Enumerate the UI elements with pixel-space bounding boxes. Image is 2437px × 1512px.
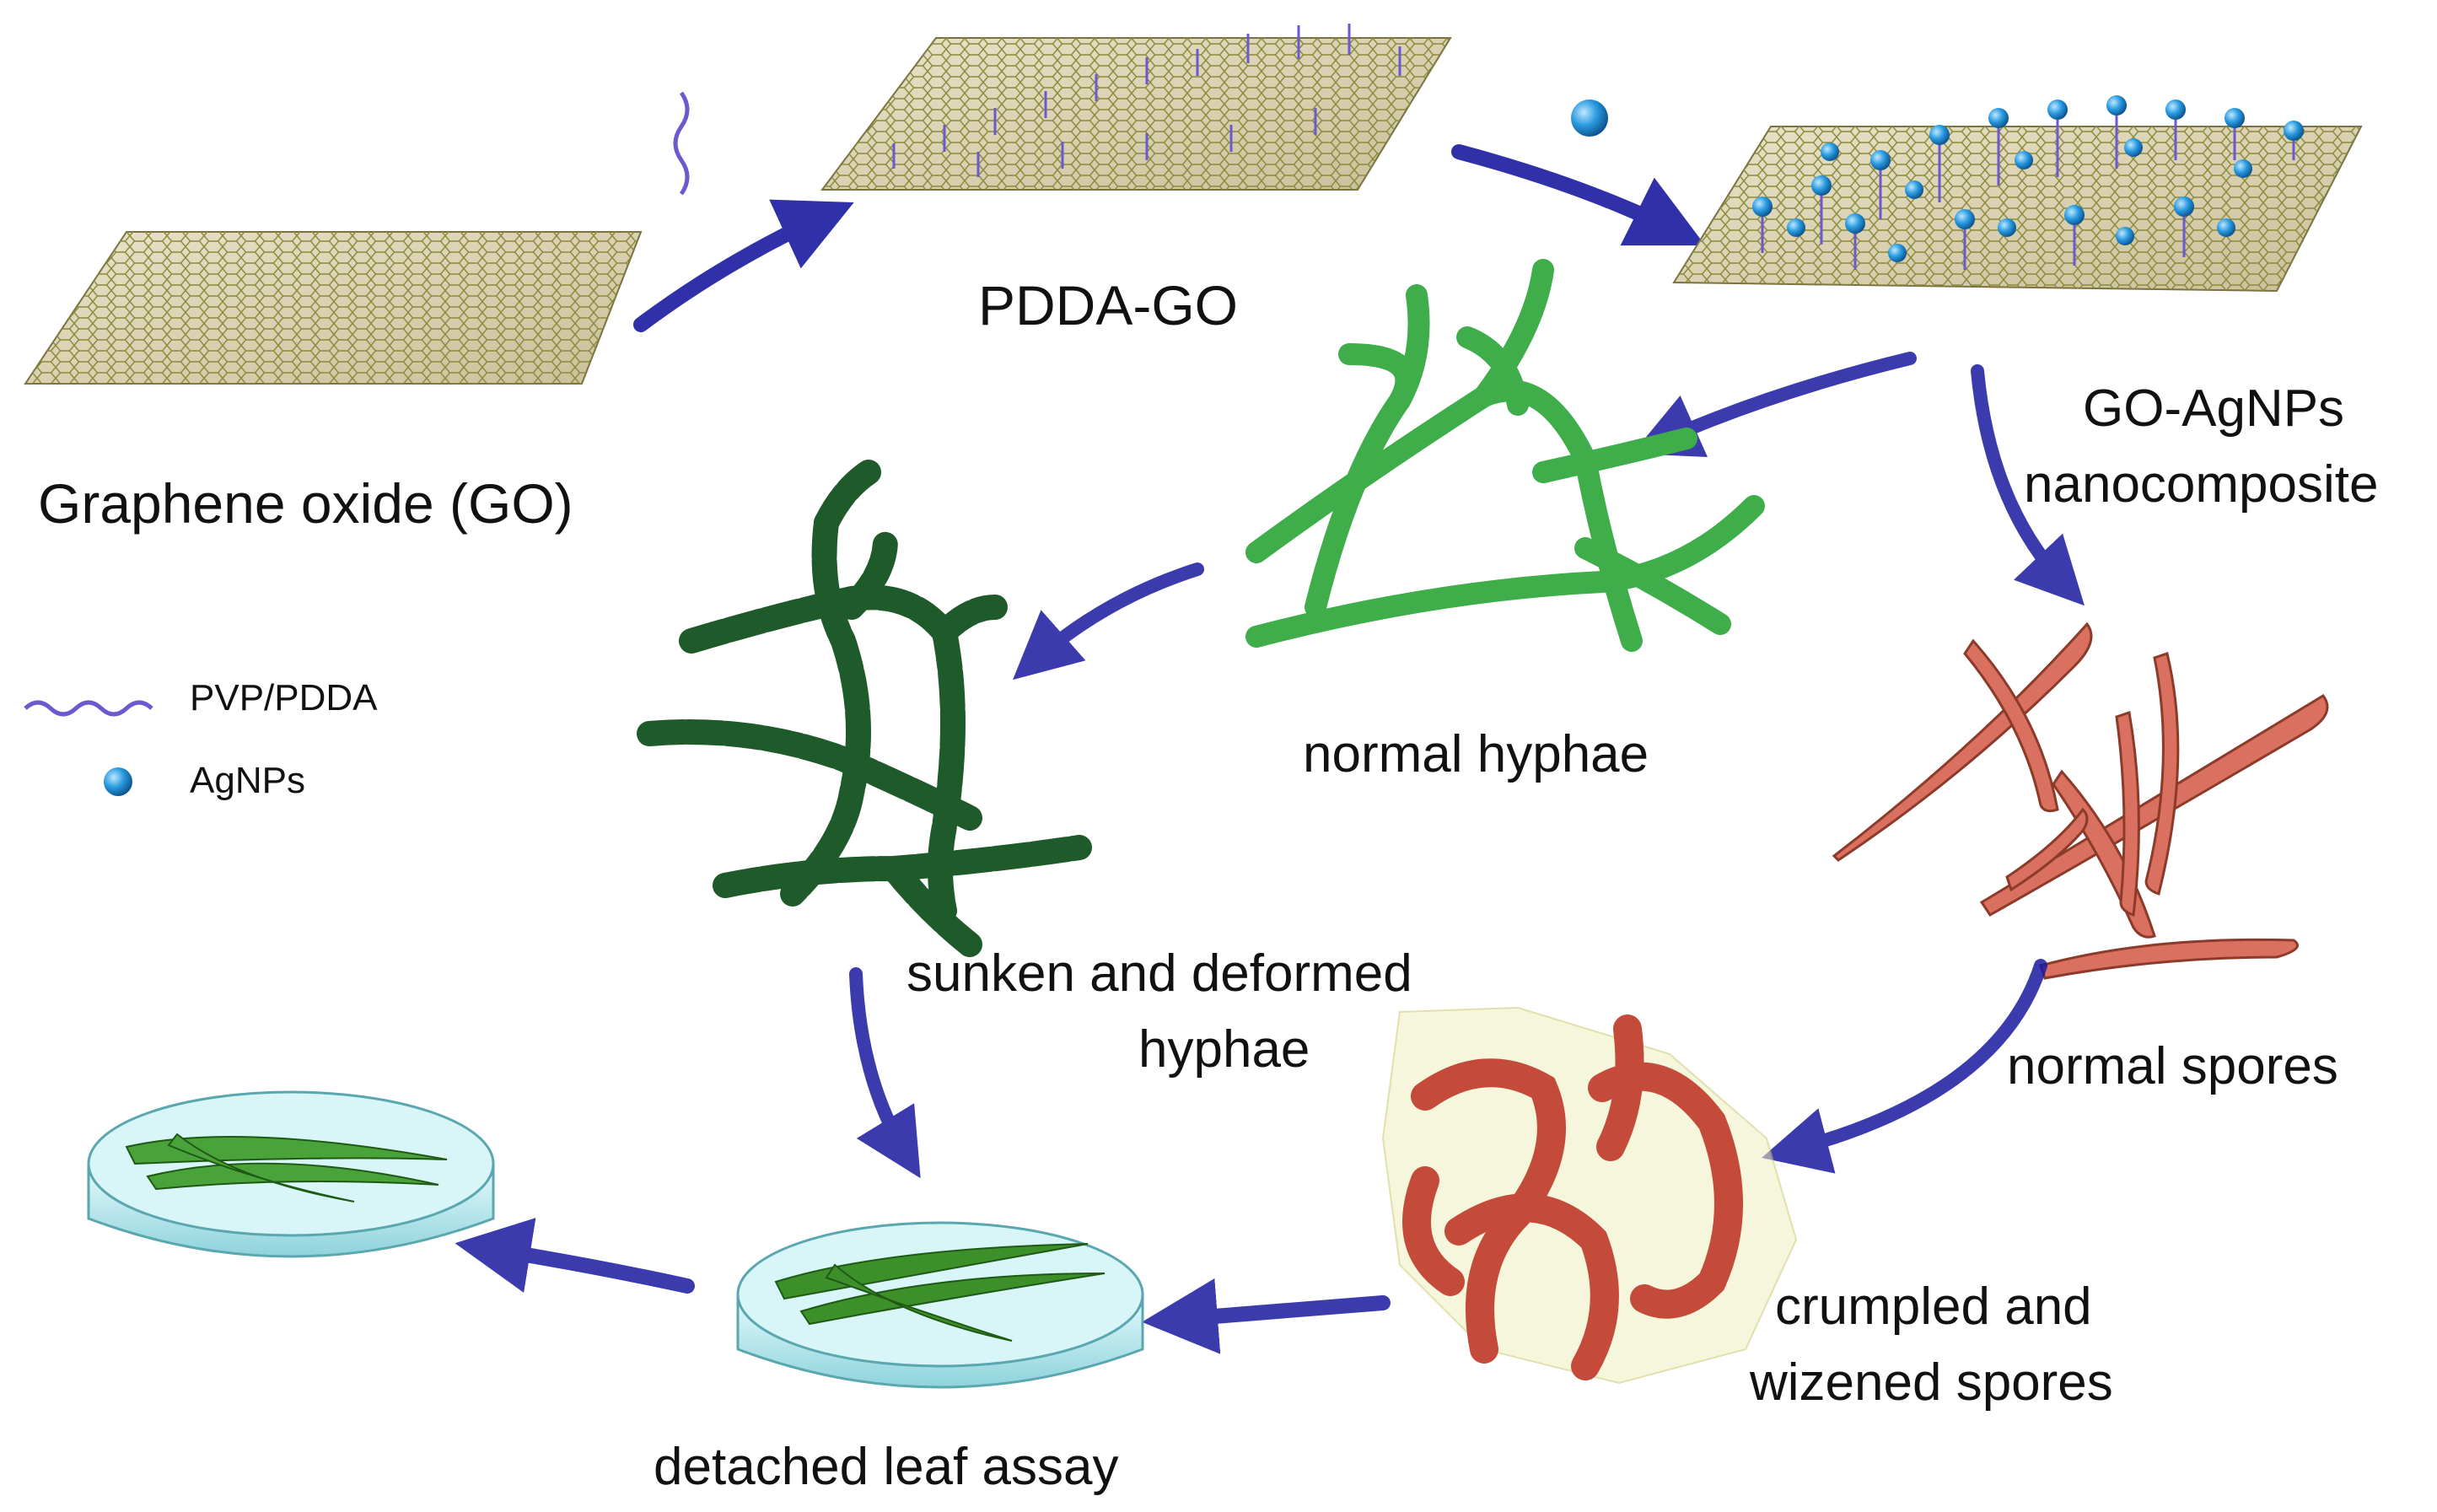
go-agnps-sheet <box>1672 95 2363 293</box>
normal-spores-label: normal spores <box>2007 1037 2338 1095</box>
leaf-assay-label: detached leaf assay <box>654 1438 1119 1496</box>
legend-agnps-label: AgNPs <box>190 760 305 801</box>
go-agnps-label-line2: nanocomposite <box>2024 455 2379 514</box>
arrow-spores-to-crumpled <box>1762 959 2047 1174</box>
deformed-label-line2: hyphae <box>1138 1020 1310 1079</box>
deformed-label-line1: sunken and deformed <box>906 944 1412 1003</box>
petri-dish-assay <box>736 1221 1144 1389</box>
polymer-squiggle-icon <box>673 91 690 196</box>
deformed-hyphae <box>637 460 1092 957</box>
pdda-go-label: PDDA-GO <box>978 274 1238 336</box>
arrow-agnps-to-hyphae <box>1632 352 1917 458</box>
arrow-agnps-to-spores <box>1971 364 2085 606</box>
crumpled-label-line2: wizened spores <box>1749 1353 2113 1412</box>
pdda-go-sheet <box>820 24 1452 191</box>
crumpled-label-line1: crumpled and <box>1775 1278 2092 1336</box>
arrow-assay-to-final-dish <box>455 1218 695 1294</box>
agnp-ball-icon <box>1571 100 1608 137</box>
arrow-go-to-pdda <box>633 199 854 332</box>
agnp-legend-icon <box>104 767 132 796</box>
crumpled-spores <box>1381 1006 1798 1385</box>
go-label: Graphene oxide (GO) <box>38 472 573 535</box>
arrow-crumpled-to-leaf-assay <box>1142 1278 1391 1354</box>
normal-spores <box>1832 621 2329 980</box>
go-sheet <box>24 231 643 385</box>
legend-pvp-label: PVP/PDDA <box>190 677 378 718</box>
go-agnps-label-line1: GO-AgNPs <box>2083 379 2344 438</box>
normal-hyphae <box>1245 259 1765 652</box>
polymer-legend-icon <box>24 700 153 717</box>
normal-hyphae-label: normal hyphae <box>1303 725 1649 783</box>
arrow-hyphae-to-deformed <box>1013 562 1204 681</box>
arrow-pdda-to-agnps <box>1451 144 1706 246</box>
petri-dish-final <box>87 1090 495 1258</box>
legend: PVP/PDDA AgNPs <box>24 677 378 801</box>
arrow-deformed-to-leaf-assay <box>849 967 921 1179</box>
